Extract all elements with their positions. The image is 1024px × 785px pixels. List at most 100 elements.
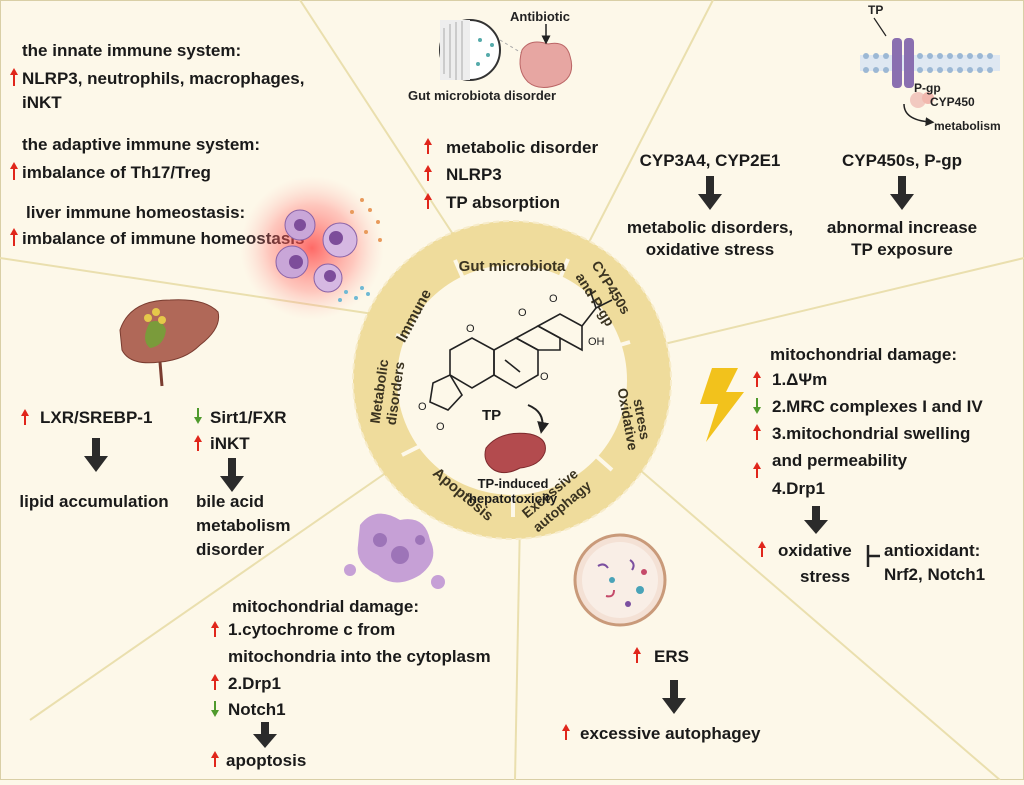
metabolic-bile-3: disorder <box>196 540 264 559</box>
up-arrow-icon <box>10 162 18 180</box>
ring-segment-separators <box>395 258 631 517</box>
down-arrow-icon <box>753 398 761 414</box>
immune-glow <box>240 176 384 320</box>
metabolic-sirt1: Sirt1/FXR <box>210 408 287 427</box>
oxidative-item-4: 4.Drp1 <box>772 479 825 498</box>
up-arrow-icon <box>424 138 432 154</box>
tp-molecule-structure <box>429 289 613 411</box>
gut-antibiotic-label: Antibiotic <box>510 9 570 24</box>
immune-homeostasis-item: imbalance of immune homeostasis <box>22 229 304 248</box>
autophagy-ers: ERS <box>654 647 689 666</box>
autophagy-result: excessive autophagey <box>580 724 761 743</box>
svg-text:O: O <box>549 293 558 305</box>
down-flow-arrow <box>662 680 686 714</box>
up-arrow-icon <box>10 68 18 86</box>
down-flow-arrow <box>253 722 277 748</box>
up-arrow-icon <box>424 193 432 209</box>
apoptotic-cell-icon <box>344 513 445 589</box>
apoptosis-item-1b: mitochondria into the cytoplasm <box>228 647 491 666</box>
up-arrow-icon <box>194 435 202 451</box>
svg-text:O: O <box>466 323 475 335</box>
metabolic-bile-1: bile acid <box>196 492 264 511</box>
membrane-cyp450-label: CYP450 <box>930 95 975 109</box>
oxidative-antioxidant-1: antioxidant: <box>884 541 980 560</box>
up-arrow-icon <box>21 409 29 425</box>
center-liver-icon <box>484 432 546 474</box>
up-arrow-icon <box>753 462 761 478</box>
up-arrow-icon <box>424 165 432 181</box>
ring-label-oxidative-2: stress <box>630 397 653 441</box>
oxidative-antioxidant-2: Nrf2, Notch1 <box>884 565 985 584</box>
svg-text:O: O <box>540 371 549 383</box>
membrane-metabolism-label: metabolism <box>934 119 1001 133</box>
oxidative-stress-1: oxidative <box>778 541 852 560</box>
immune-adaptive-item: imbalance of Th17/Treg <box>22 163 211 182</box>
up-arrow-icon <box>562 724 570 740</box>
oxidative-item-3: and permeability <box>772 451 908 470</box>
up-arrow-icon <box>753 371 761 387</box>
up-arrow-icon <box>10 228 18 246</box>
down-flow-arrow <box>804 506 828 534</box>
cyp-result-2: oxidative stress <box>646 240 775 259</box>
apoptosis-result: apoptosis <box>226 751 306 770</box>
oxidative-item-2: 3.mitochondrial swelling <box>772 424 970 443</box>
cyp-result-1: metabolic disorders, <box>627 218 793 237</box>
down-flow-arrow <box>220 458 244 492</box>
up-arrow-icon <box>211 751 219 767</box>
apoptosis-item-1a: 1.cytochrome c from <box>228 620 395 639</box>
immune-innate-items: NLRP3, neutrophils, macrophages, <box>22 69 304 88</box>
gut-item-0: metabolic disorder <box>446 138 598 157</box>
membrane-illustration <box>860 38 1000 127</box>
gut-microbiota-illustration <box>439 19 573 88</box>
svg-text:OH: OH <box>588 336 605 348</box>
outer-dashed-ring <box>352 220 672 540</box>
up-arrow-icon <box>211 674 219 690</box>
lightning-icon <box>700 368 744 442</box>
svg-text:O: O <box>418 401 427 413</box>
apoptosis-notch: Notch1 <box>228 700 286 719</box>
center-tp-label: TP <box>482 407 501 424</box>
oxidative-item-0: 1.ΔΨm <box>772 370 827 389</box>
oxidative-stress-2: stress <box>800 567 850 586</box>
cyp-exposure-1: abnormal increase <box>827 218 977 237</box>
down-flow-arrow <box>890 176 914 210</box>
down-flow-arrow <box>698 176 722 210</box>
immune-particles <box>350 198 382 242</box>
metabolic-bile-2: metabolism <box>196 516 290 535</box>
up-arrow-icon <box>633 647 641 663</box>
membrane-pgp-label: P-gp <box>914 81 941 95</box>
immune-cells-icon <box>275 209 358 293</box>
membrane-tp-label: TP <box>868 3 883 17</box>
up-arrow-icon <box>753 424 761 440</box>
svg-text:O: O <box>518 307 527 319</box>
center-hepatotoxicity-2: hepatotoxicity <box>469 491 558 506</box>
apoptosis-title: mitochondrial damage: <box>232 597 419 616</box>
oxidative-item-1: 2.MRC complexes I and IV <box>772 397 983 416</box>
cyp-enzymes: CYP450s, P-gp <box>842 151 962 170</box>
gut-disorder-label: Gut microbiota disorder <box>408 88 556 103</box>
up-arrow-icon <box>211 621 219 637</box>
liver-gallbladder-icon <box>119 299 220 387</box>
petri-dish-icon <box>573 533 667 627</box>
metabolic-lxr: LXR/SREBP-1 <box>40 408 152 427</box>
metabolic-lipid: lipid accumulation <box>19 492 168 511</box>
apoptosis-item-2: 2.Drp1 <box>228 674 281 693</box>
oxidative-title: mitochondrial damage: <box>770 345 957 364</box>
gut-item-1: NLRP3 <box>446 165 502 184</box>
ring-label-gut-microbiota: Gut microbiota <box>459 258 566 275</box>
cyp-exposure-2: TP exposure <box>851 240 953 259</box>
center-arrow <box>527 404 550 434</box>
gut-item-2: TP absorption <box>446 193 560 212</box>
down-flow-arrow <box>84 438 108 472</box>
down-arrow-icon <box>194 408 202 424</box>
metabolic-inkt: iNKT <box>210 434 250 453</box>
center-hepatotoxicity-1: TP-induced <box>478 476 549 491</box>
immune-homeostasis-title: liver immune homeostasis: <box>26 203 245 222</box>
immune-innate-title: the innate immune system: <box>22 41 241 60</box>
inhibition-symbol <box>866 545 880 567</box>
cyp-genes: CYP3A4, CYP2E1 <box>640 151 781 170</box>
